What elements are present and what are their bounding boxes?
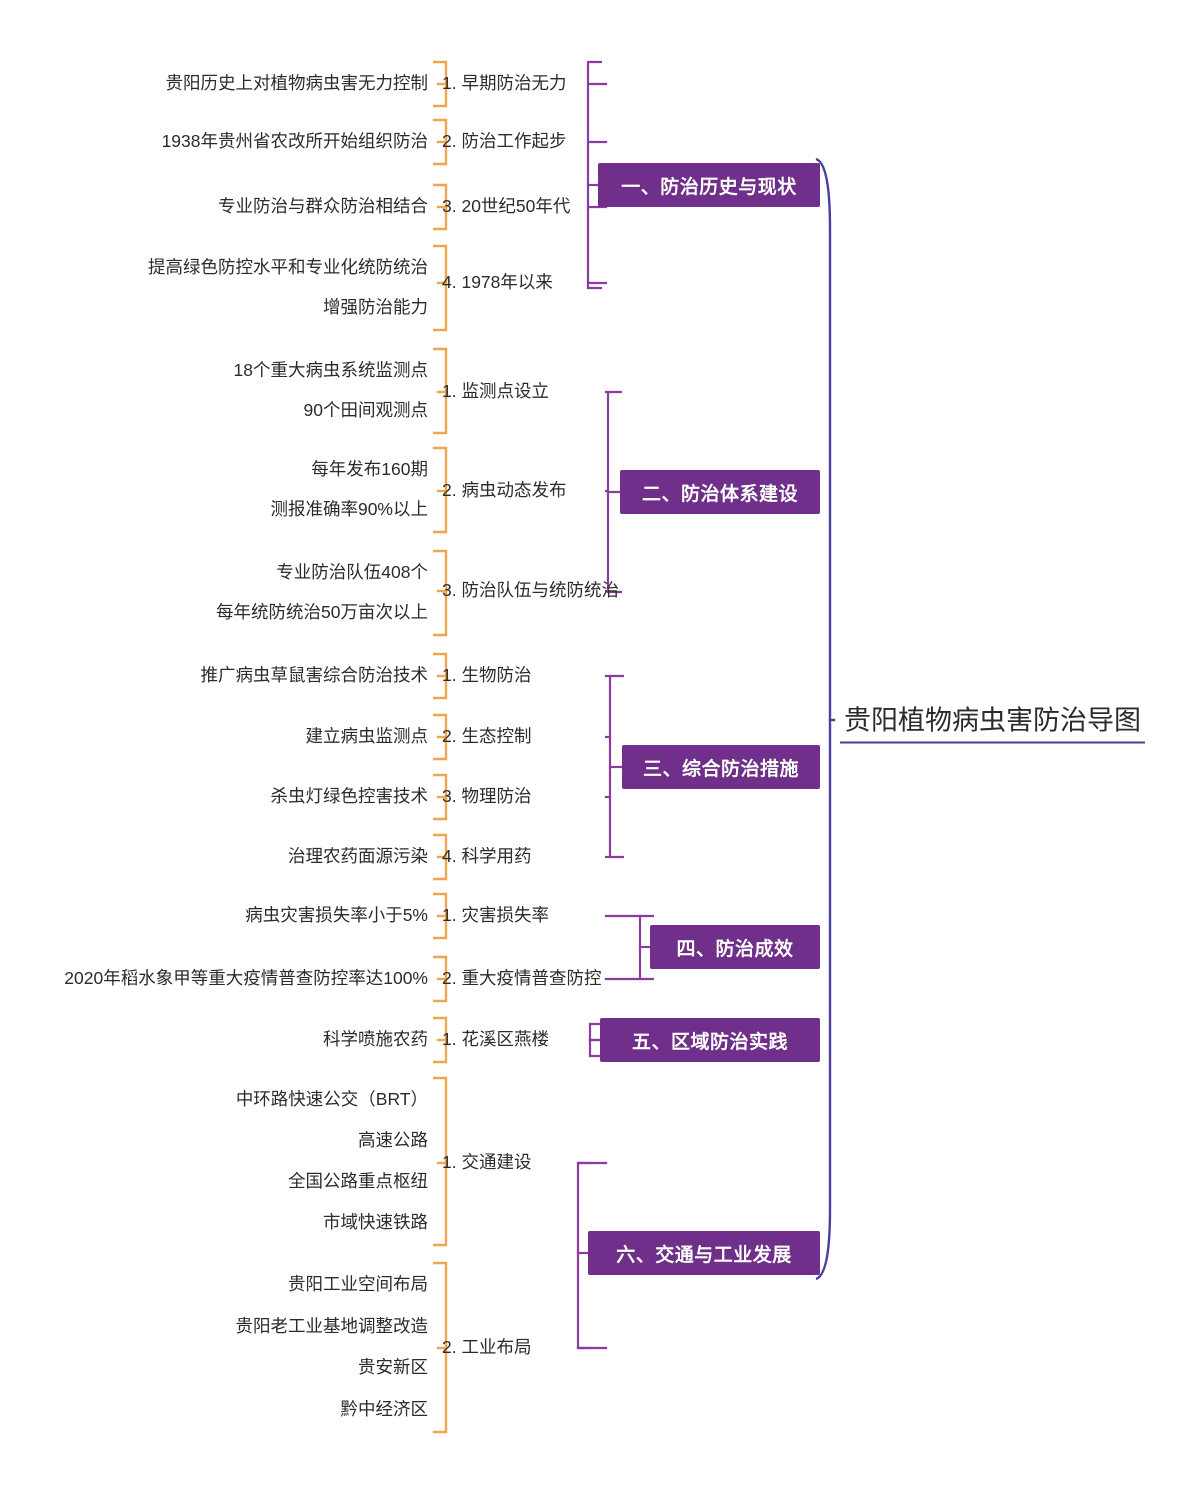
leaf-node-6-1-3[interactable]: 全国公路重点枢纽 <box>288 1171 428 1192</box>
topic-node-1[interactable]: 一、防治历史与现状 <box>598 163 820 207</box>
branch-node-4-2[interactable]: 2. 重大疫情普查防控 <box>442 968 602 989</box>
leaf-node-6-1-4[interactable]: 市域快速铁路 <box>323 1212 428 1233</box>
branch-node-3-1[interactable]: 1. 生物防治 <box>442 665 532 686</box>
topic-node-2[interactable]: 二、防治体系建设 <box>620 470 820 514</box>
topic-label: 三、综合防治措施 <box>642 758 799 780</box>
topic-label: 二、防治体系建设 <box>641 483 798 505</box>
leaf-node-1-3-1[interactable]: 专业防治与群众防治相结合 <box>218 196 428 217</box>
topic-label: 一、防治历史与现状 <box>621 176 797 198</box>
leaf-node-3-4-1[interactable]: 治理农药面源污染 <box>288 846 428 867</box>
branch-node-5-1[interactable]: 1. 花溪区燕楼 <box>442 1029 549 1050</box>
leaf-node-2-2-2[interactable]: 测报准确率90%以上 <box>270 499 428 520</box>
leaf-node-4-1-1[interactable]: 病虫灾害损失率小于5% <box>245 905 428 926</box>
leaf-node-6-1-1[interactable]: 中环路快速公交（BRT） <box>235 1089 428 1110</box>
branch-node-6-2[interactable]: 2. 工业布局 <box>442 1337 532 1358</box>
branch-node-6-1[interactable]: 1. 交通建设 <box>442 1152 532 1173</box>
branch-node-1-3[interactable]: 3. 20世纪50年代 <box>442 196 571 217</box>
topic-label: 五、区域防治实践 <box>631 1031 788 1053</box>
branch-node-1-4[interactable]: 4. 1978年以来 <box>442 272 553 293</box>
leaf-node-6-2-1[interactable]: 贵阳工业空间布局 <box>288 1274 428 1295</box>
leaf-node-5-1-1[interactable]: 科学喷施农药 <box>323 1029 428 1050</box>
leaf-node-3-2-1[interactable]: 建立病虫监测点 <box>305 726 429 747</box>
leaf-node-2-1-2[interactable]: 90个田间观测点 <box>303 400 428 421</box>
branch-node-3-4[interactable]: 4. 科学用药 <box>442 846 532 867</box>
leaf-node-2-3-1[interactable]: 专业防治队伍408个 <box>276 562 428 583</box>
topic-node-6[interactable]: 六、交通与工业发展 <box>588 1231 820 1275</box>
leaf-node-1-4-1[interactable]: 提高绿色防控水平和专业化统防统治 <box>148 257 428 278</box>
topic-label: 四、防治成效 <box>676 938 794 960</box>
leaf-node-2-1-1[interactable]: 18个重大病虫系统监测点 <box>233 360 428 381</box>
leaf-node-1-4-2[interactable]: 增强防治能力 <box>323 297 428 318</box>
leaf-node-6-2-3[interactable]: 贵安新区 <box>358 1357 428 1378</box>
branch-node-4-1[interactable]: 1. 灾害损失率 <box>442 905 549 926</box>
branch-node-3-2[interactable]: 2. 生态控制 <box>442 726 532 747</box>
leaf-node-6-2-4[interactable]: 黔中经济区 <box>340 1399 429 1420</box>
leaf-node-6-1-2[interactable]: 高速公路 <box>358 1130 428 1151</box>
leaf-node-3-1-1[interactable]: 推广病虫草鼠害综合防治技术 <box>200 665 429 686</box>
leaf-node-3-3-1[interactable]: 杀虫灯绿色控害技术 <box>270 786 429 807</box>
branch-node-1-2[interactable]: 2. 防治工作起步 <box>442 131 567 152</box>
leaf-node-2-3-2[interactable]: 每年统防统治50万亩次以上 <box>216 602 428 623</box>
leaf-node-4-2-1[interactable]: 2020年稻水象甲等重大疫情普查防控率达100% <box>64 968 428 989</box>
topic-node-4[interactable]: 四、防治成效 <box>650 925 820 969</box>
leaf-node-1-1-1[interactable]: 贵阳历史上对植物病虫害无力控制 <box>165 73 429 94</box>
branch-node-2-3[interactable]: 3. 防治队伍与统防统治 <box>442 580 619 601</box>
root-node[interactable]: 贵阳植物病虫害防治导图 <box>840 697 1145 744</box>
topic-node-3[interactable]: 三、综合防治措施 <box>622 745 820 789</box>
branch-node-2-2[interactable]: 2. 病虫动态发布 <box>442 480 567 501</box>
leaf-node-1-2-1[interactable]: 1938年贵州省农改所开始组织防治 <box>161 131 428 152</box>
branch-node-1-1[interactable]: 1. 早期防治无力 <box>442 73 567 94</box>
leaf-node-2-2-1[interactable]: 每年发布160期 <box>311 459 428 480</box>
topic-node-5[interactable]: 五、区域防治实践 <box>600 1018 820 1062</box>
branch-node-3-3[interactable]: 3. 物理防治 <box>442 786 532 807</box>
leaf-node-6-2-2[interactable]: 贵阳老工业基地调整改造 <box>235 1316 429 1337</box>
branch-node-2-1[interactable]: 1. 监测点设立 <box>442 381 549 402</box>
topic-label: 六、交通与工业发展 <box>616 1244 792 1266</box>
